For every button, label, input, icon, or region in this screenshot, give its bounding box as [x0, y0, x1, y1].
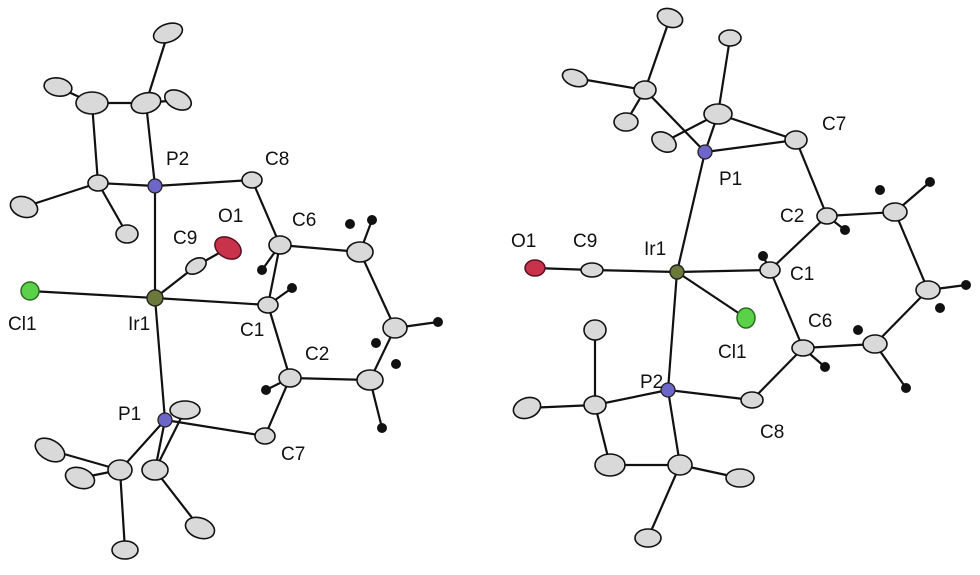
label-c1-right: C1: [790, 264, 814, 285]
label-p2-left: P2: [166, 149, 189, 170]
label-ir1-left: Ir1: [128, 314, 150, 335]
phosphorus-atom-p1-left: [157, 412, 173, 428]
label-c9-left: C9: [173, 228, 197, 249]
iridium-atom-left: [146, 289, 164, 307]
label-ir1-right: Ir1: [644, 239, 666, 260]
label-c2-left: C2: [305, 344, 329, 365]
bonds-right: [525, 16, 968, 540]
label-o1-left: O1: [218, 206, 243, 227]
molecule-left: Ir1 Cl1 P2 P1 O1 C9 C1 C2 C6 C8 C7: [8, 22, 443, 560]
chlorine-atom-right: [736, 307, 756, 329]
oxygen-atom-right: [524, 259, 546, 277]
label-cl1-left: Cl1: [8, 314, 37, 335]
phosphorus-atom-p1-right: [697, 144, 713, 160]
label-c7-left: C7: [281, 444, 305, 465]
phosphorus-atom-p2-left: [147, 178, 163, 194]
atom-labels-left: Ir1 Cl1 P2 P1 O1 C9 C1 C2 C6 C8 C7: [8, 149, 329, 465]
molecule-right: Ir1 Cl1 P1 P2 O1 C9 C1 C2 C6 C7 C8: [511, 7, 971, 548]
label-o1-right: O1: [511, 231, 536, 252]
label-c1-left: C1: [240, 320, 264, 341]
label-p1-left: P1: [118, 404, 141, 425]
phosphorus-atom-p2-right: [660, 382, 676, 398]
label-c6-left: C6: [292, 210, 316, 231]
label-p2-right: P2: [640, 372, 663, 393]
hydrogen-atoms-left: [257, 215, 443, 433]
label-c6-right: C6: [808, 311, 832, 332]
carbon-atoms-left: [9, 22, 408, 560]
hydrogen-atoms-right: [758, 177, 971, 393]
label-c8-right: C8: [760, 422, 784, 443]
atom-labels-right: Ir1 Cl1 P1 P2 O1 C9 C1 C2 C6 C7 C8: [511, 114, 846, 443]
carbon-atoms-right: [512, 7, 941, 548]
label-c9-right: C9: [573, 231, 597, 252]
label-c7-right: C7: [822, 114, 846, 135]
label-c8-left: C8: [265, 149, 289, 170]
label-cl1-right: Cl1: [718, 342, 747, 363]
chlorine-atom-left: [20, 281, 40, 301]
label-p1-right: P1: [719, 169, 742, 190]
iridium-atom-right: [669, 264, 685, 280]
oxygen-atom-left: [214, 236, 242, 260]
label-c2-right: C2: [780, 206, 804, 227]
